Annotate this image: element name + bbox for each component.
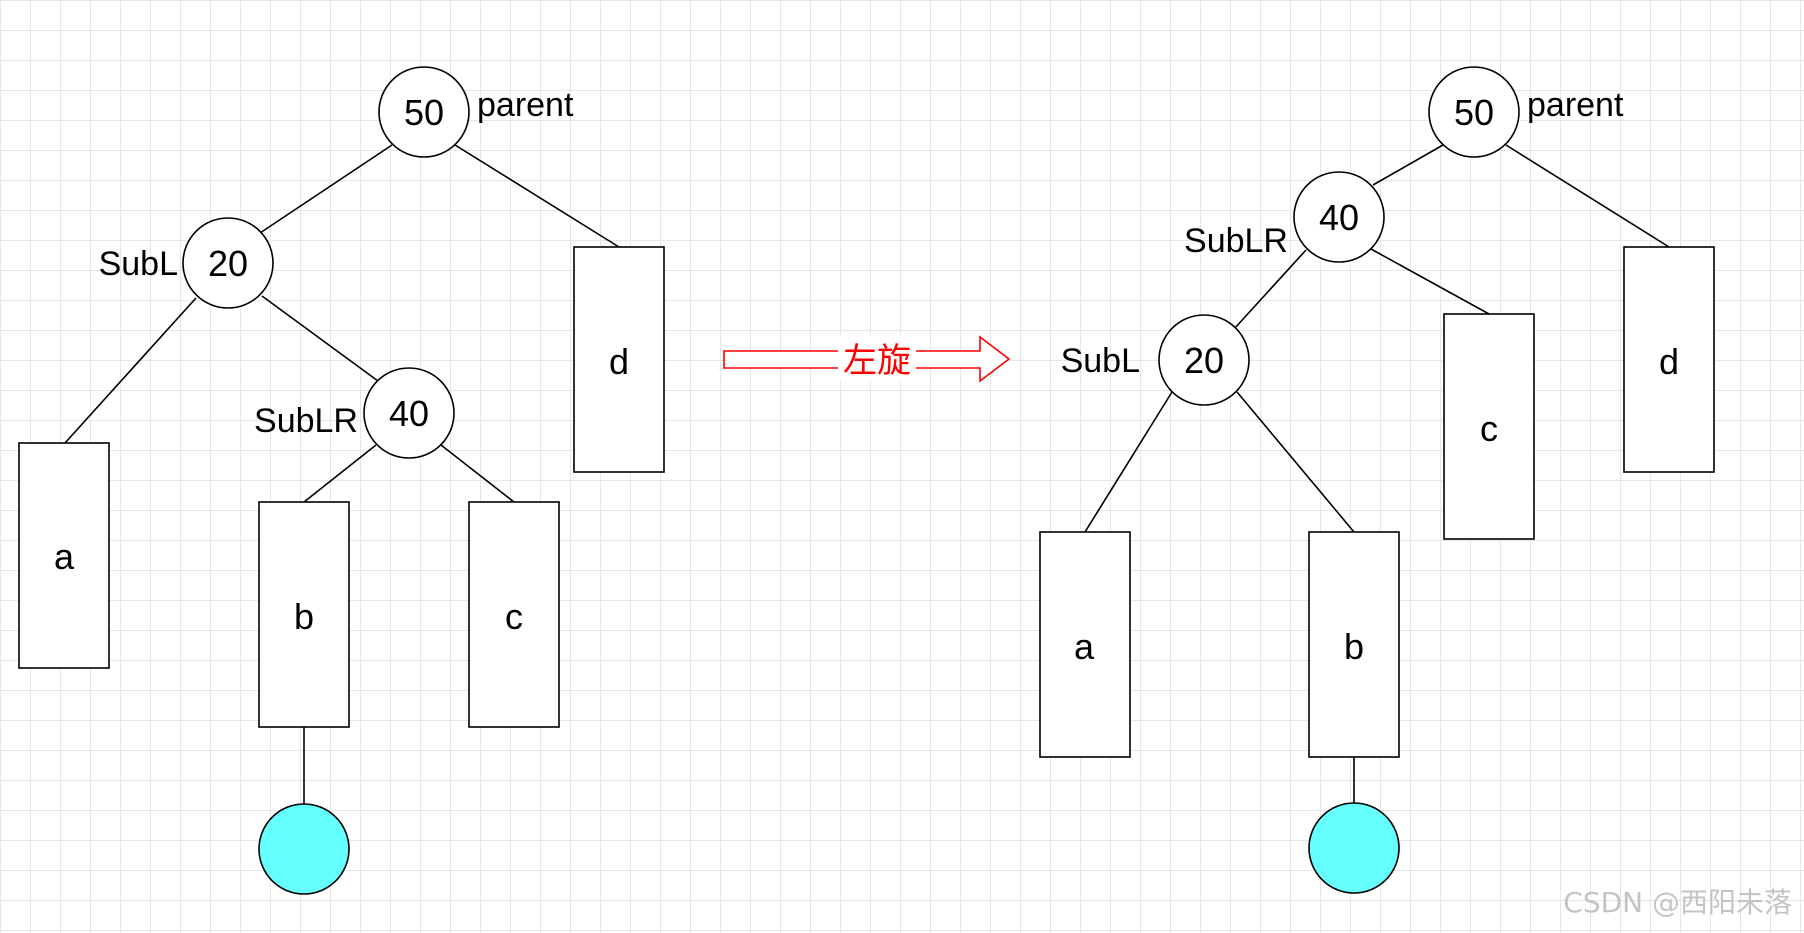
node-40-left <box>363 367 455 459</box>
node-20-right <box>1158 314 1250 406</box>
subtree-a-left-label: a <box>54 536 75 577</box>
edge-50-20-left <box>259 144 393 234</box>
node-50-left-value: 50 <box>404 92 444 133</box>
edge-20-b-right <box>1236 391 1355 533</box>
left-tree: a b c d 50 parent 20 SubL 40 SubLR <box>18 66 665 895</box>
subtree-d-left-label: d <box>609 341 629 382</box>
edge-40-c-right <box>1370 248 1490 315</box>
node-50-right-value: 50 <box>1454 92 1494 133</box>
edge-40-b-left <box>303 444 377 503</box>
node-50-left <box>378 66 470 158</box>
edge-50-d-right <box>1505 144 1670 248</box>
rotation-label: 左旋 <box>843 341 911 381</box>
subtree-c-left <box>468 501 560 728</box>
edge-40-20-right <box>1233 249 1307 330</box>
edge-50-40-right <box>1372 144 1444 186</box>
parent-label-left: parent <box>477 86 574 124</box>
node-20-right-value: 20 <box>1184 340 1224 381</box>
inserted-leaf-right <box>1308 802 1400 894</box>
subtree-b-right-label: b <box>1344 626 1364 667</box>
node-40-right-value: 40 <box>1319 197 1359 238</box>
node-20-left <box>182 217 274 309</box>
edge-20-a-right <box>1084 391 1173 533</box>
node-20-left-value: 20 <box>208 243 248 284</box>
edge-20-a-left <box>64 297 197 444</box>
subtree-b-left <box>258 501 350 728</box>
edge-40-c-left <box>440 444 515 503</box>
inserted-leaf-left <box>258 803 350 895</box>
arrow-label-background <box>838 335 916 381</box>
right-tree: a b c d 50 parent 40 SubLR 20 SubL <box>1039 66 1715 894</box>
node-50-right <box>1428 66 1520 158</box>
subtree-b-left-label: b <box>294 596 314 637</box>
subtree-a-right <box>1039 531 1131 758</box>
subtree-c-right <box>1443 313 1535 540</box>
subtree-b-right <box>1308 531 1400 758</box>
subtree-d-right-label: d <box>1659 341 1679 382</box>
subl-label-left: SubL <box>99 245 178 283</box>
subtree-a-left <box>18 442 110 669</box>
sublr-label-left: SubLR <box>254 402 358 440</box>
node-40-right <box>1293 171 1385 263</box>
subtree-c-left-label: c <box>505 596 523 637</box>
watermark: CSDN @西阳未落 <box>1563 886 1792 919</box>
edge-50-d-left <box>454 144 620 248</box>
node-40-left-value: 40 <box>389 393 429 434</box>
subtree-c-right-label: c <box>1480 408 1498 449</box>
parent-label-right: parent <box>1527 86 1624 124</box>
rotation-arrow: 左旋 <box>723 335 1011 383</box>
sublr-label-right: SubLR <box>1184 222 1288 260</box>
edge-20-40-left <box>261 295 379 382</box>
subtree-a-right-label: a <box>1074 626 1095 667</box>
subtree-d-left <box>573 246 665 473</box>
subl-label-right: SubL <box>1061 342 1140 380</box>
subtree-d-right <box>1623 246 1715 473</box>
